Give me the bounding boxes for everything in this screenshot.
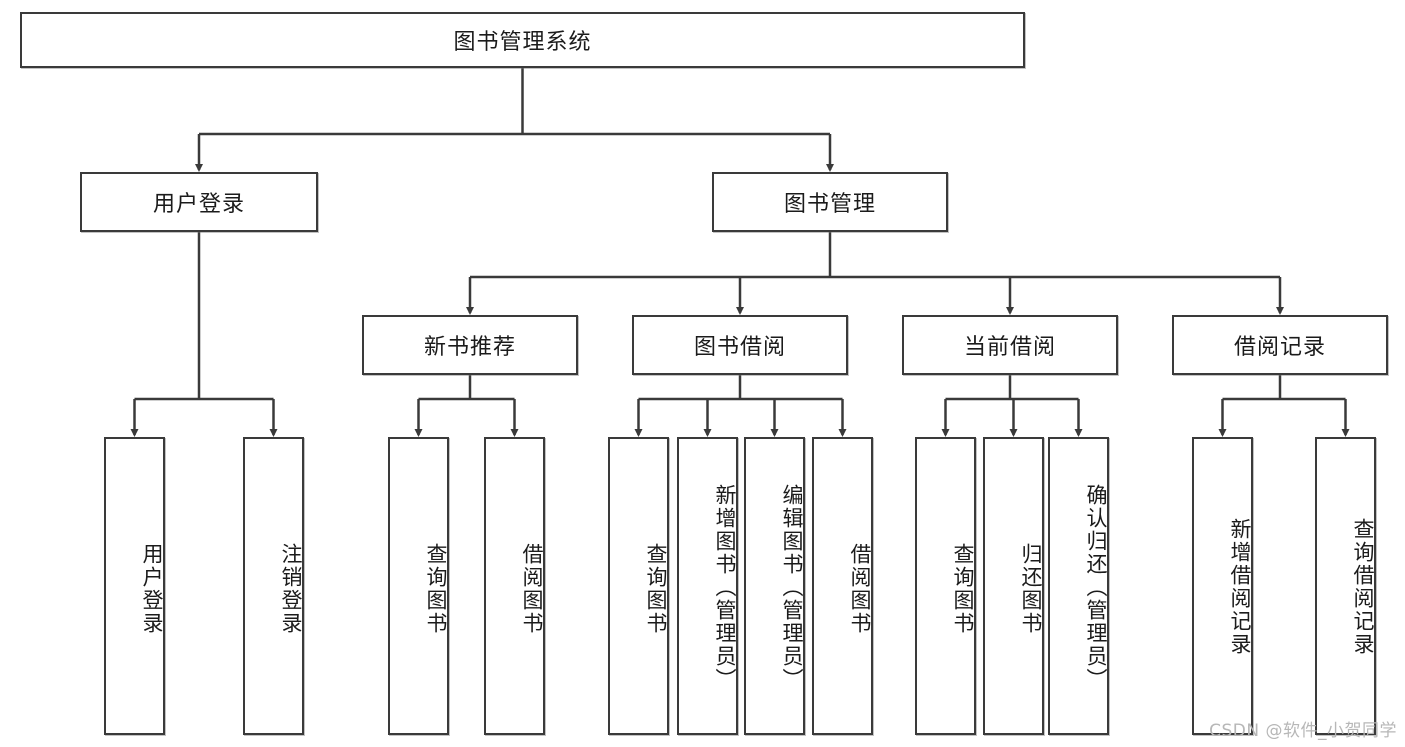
node-label: 用户登录 [140,543,164,635]
node-label: 新增图书（管理员） [713,483,737,691]
node-borrow[interactable]: 图书借阅 [632,315,848,375]
node-login[interactable]: 用户登录 [80,172,318,232]
node-label: 图书借阅 [693,335,786,360]
node-label: 当前借阅 [963,335,1056,360]
node-label: 图书管理 [783,192,876,217]
node-label: 新书推荐 [423,335,516,360]
node-l_logout[interactable]: 注销登录 [243,437,304,735]
node-label: 用户登录 [152,192,245,217]
node-label: 借阅记录 [1233,335,1326,360]
node-n_borrow[interactable]: 借阅图书 [484,437,545,735]
node-n_query[interactable]: 查询图书 [388,437,449,735]
node-label: 编辑图书（管理员） [780,483,804,691]
node-label: 借阅图书 [848,543,872,635]
node-label: 查询图书 [951,543,975,635]
node-c_confirm[interactable]: 确认归还（管理员） [1048,437,1109,735]
node-label: 归还图书 [1019,543,1043,635]
node-b_query[interactable]: 查询图书 [608,437,669,735]
node-c_return[interactable]: 归还图书 [983,437,1044,735]
node-records[interactable]: 借阅记录 [1172,315,1388,375]
watermark-text: CSDN @软件_小贺同学 [1209,721,1397,741]
node-label: 确认归还（管理员） [1084,483,1108,691]
node-label: 查询借阅记录 [1351,518,1375,656]
edge-group [130,68,1350,437]
node-b_edit[interactable]: 编辑图书（管理员） [744,437,805,735]
node-label: 注销登录 [279,543,303,635]
node-bookmgmt[interactable]: 图书管理 [712,172,948,232]
node-b_borrow[interactable]: 借阅图书 [812,437,873,735]
node-r_add[interactable]: 新增借阅记录 [1192,437,1253,735]
node-l_login[interactable]: 用户登录 [104,437,165,735]
node-current[interactable]: 当前借阅 [902,315,1118,375]
node-label: 图书管理系统 [453,30,592,55]
node-label: 查询图书 [424,543,448,635]
node-c_query[interactable]: 查询图书 [915,437,976,735]
node-newbook[interactable]: 新书推荐 [362,315,578,375]
node-label: 查询图书 [644,543,668,635]
node-b_add[interactable]: 新增图书（管理员） [677,437,738,735]
node-root[interactable]: 图书管理系统 [20,12,1025,68]
node-r_query[interactable]: 查询借阅记录 [1315,437,1376,735]
node-label: 借阅图书 [520,543,544,635]
node-label: 新增借阅记录 [1228,518,1252,656]
